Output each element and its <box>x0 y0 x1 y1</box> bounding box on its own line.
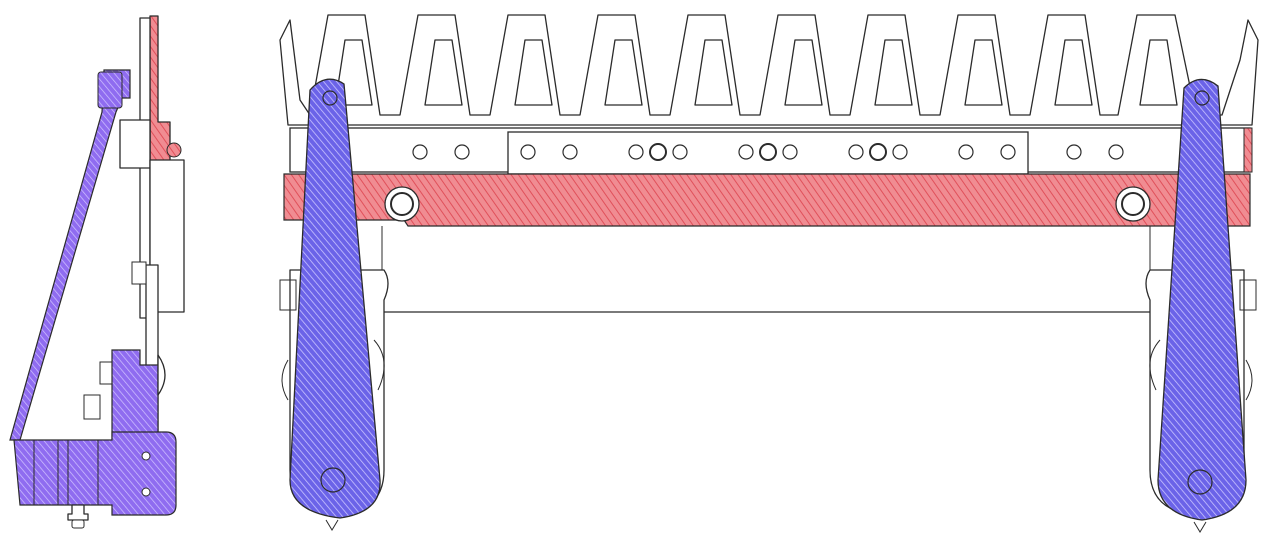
red-cutter-bar <box>283 173 1251 227</box>
pivot-hole <box>322 90 338 106</box>
purple-arm-cap <box>97 71 123 109</box>
screw-hole <box>141 487 151 497</box>
grease-nipple-tip <box>71 519 85 529</box>
right-blue-arm <box>1157 78 1247 521</box>
red-bar-bolts <box>384 186 1151 222</box>
front-view <box>279 14 1259 533</box>
red-end-tab <box>1243 127 1253 173</box>
bolt-head <box>83 394 101 420</box>
grease-nipple <box>67 504 89 521</box>
purple-arm <box>9 69 131 441</box>
screw-hole <box>141 451 151 461</box>
side-view <box>9 15 185 529</box>
pivot-hole <box>320 467 346 493</box>
bolt-head <box>131 261 147 285</box>
frame-bracket <box>119 119 151 169</box>
red-plate-knob <box>166 142 182 158</box>
cutter-blade <box>279 14 1259 126</box>
pivot-hole <box>1187 469 1213 495</box>
purple-motor-housing <box>13 431 177 516</box>
bar-holes <box>412 143 1124 161</box>
left-blue-arm <box>289 78 381 519</box>
round-boss <box>157 354 166 396</box>
pivot-hole <box>1194 90 1210 106</box>
